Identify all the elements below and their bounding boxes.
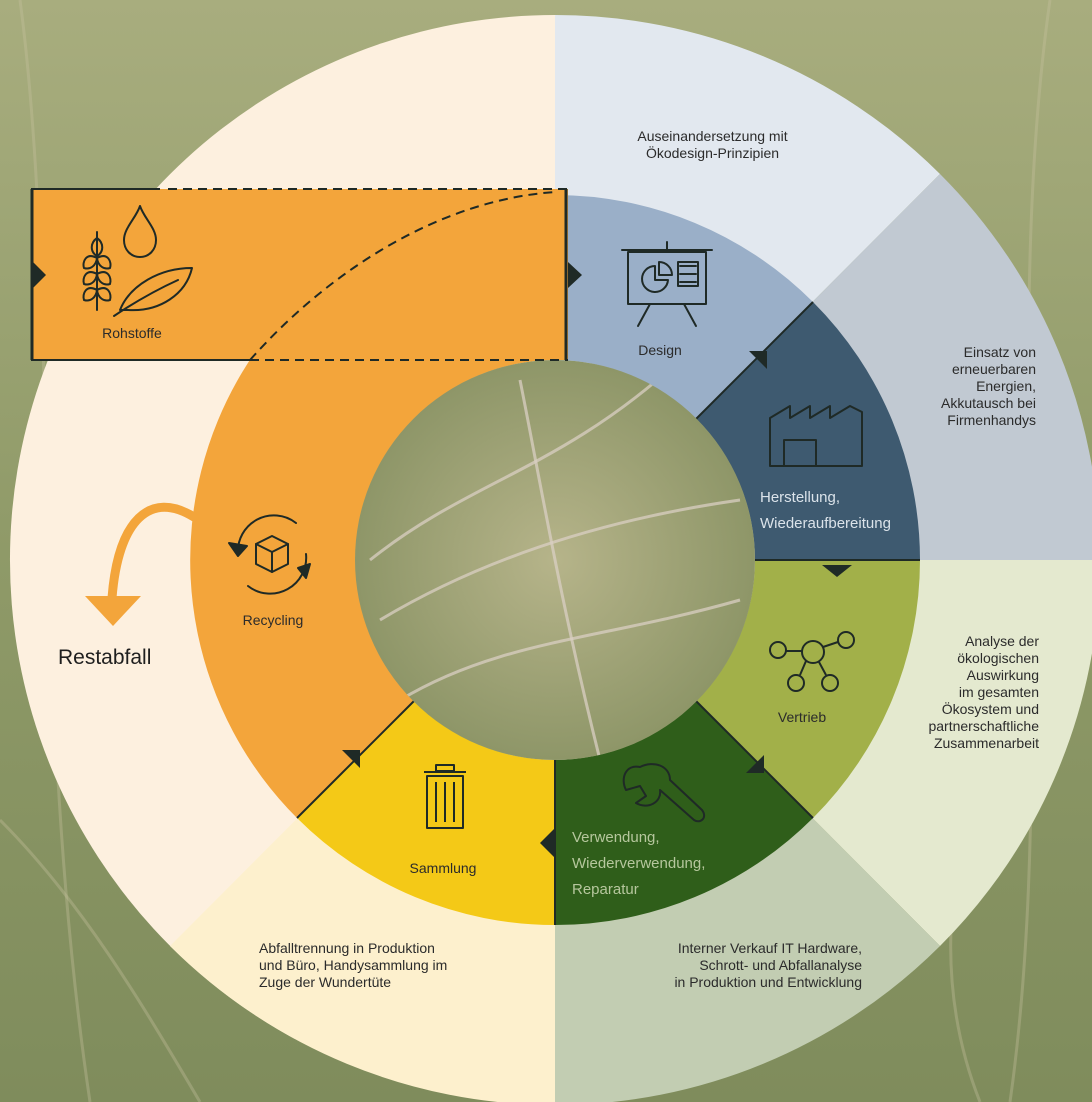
center-photo bbox=[355, 360, 755, 760]
distribution-note: Analyse der ökologischen Auswirkung im g… bbox=[928, 633, 1039, 751]
wrench-icon bbox=[622, 763, 706, 823]
segment-design bbox=[555, 195, 813, 419]
network-nodes-icon bbox=[769, 631, 855, 692]
trash-can-icon bbox=[424, 764, 466, 829]
flow-arrows bbox=[33, 262, 852, 858]
curved-arrow-down-icon bbox=[85, 502, 199, 626]
distribution-label: Vertrieb bbox=[777, 709, 827, 725]
segment-production bbox=[696, 302, 920, 560]
usage-label: Verwendung, Wiederverwendung, Reparatur bbox=[572, 829, 706, 898]
raw-materials-box bbox=[30, 188, 568, 361]
recycling-label: Recycling bbox=[242, 612, 304, 628]
raw-materials-icon bbox=[82, 205, 193, 317]
factory-icon bbox=[769, 405, 863, 467]
collection-label: Sammlung bbox=[409, 860, 477, 876]
segment-usage bbox=[555, 701, 813, 925]
design-note: Auseinandersetzung mit Ökodesign-Prinzip… bbox=[637, 128, 788, 161]
production-note: Einsatz von erneuerbaren Energien, Akkut… bbox=[941, 344, 1036, 428]
waste-label: Restabfall bbox=[58, 646, 152, 669]
raw-materials-label: Rohstoffe bbox=[102, 325, 162, 341]
presentation-board-icon bbox=[621, 241, 713, 327]
recycle-box-icon bbox=[228, 514, 311, 595]
usage-note: Interner Verkauf IT Hardware, Schrott- u… bbox=[674, 940, 862, 990]
design-label: Design bbox=[638, 342, 682, 358]
production-label: Herstellung, Wiederaufbereitung bbox=[760, 489, 891, 532]
collection-note: Abfalltrennung in Produktion und Büro, H… bbox=[259, 940, 448, 990]
segment-distribution bbox=[696, 560, 920, 818]
